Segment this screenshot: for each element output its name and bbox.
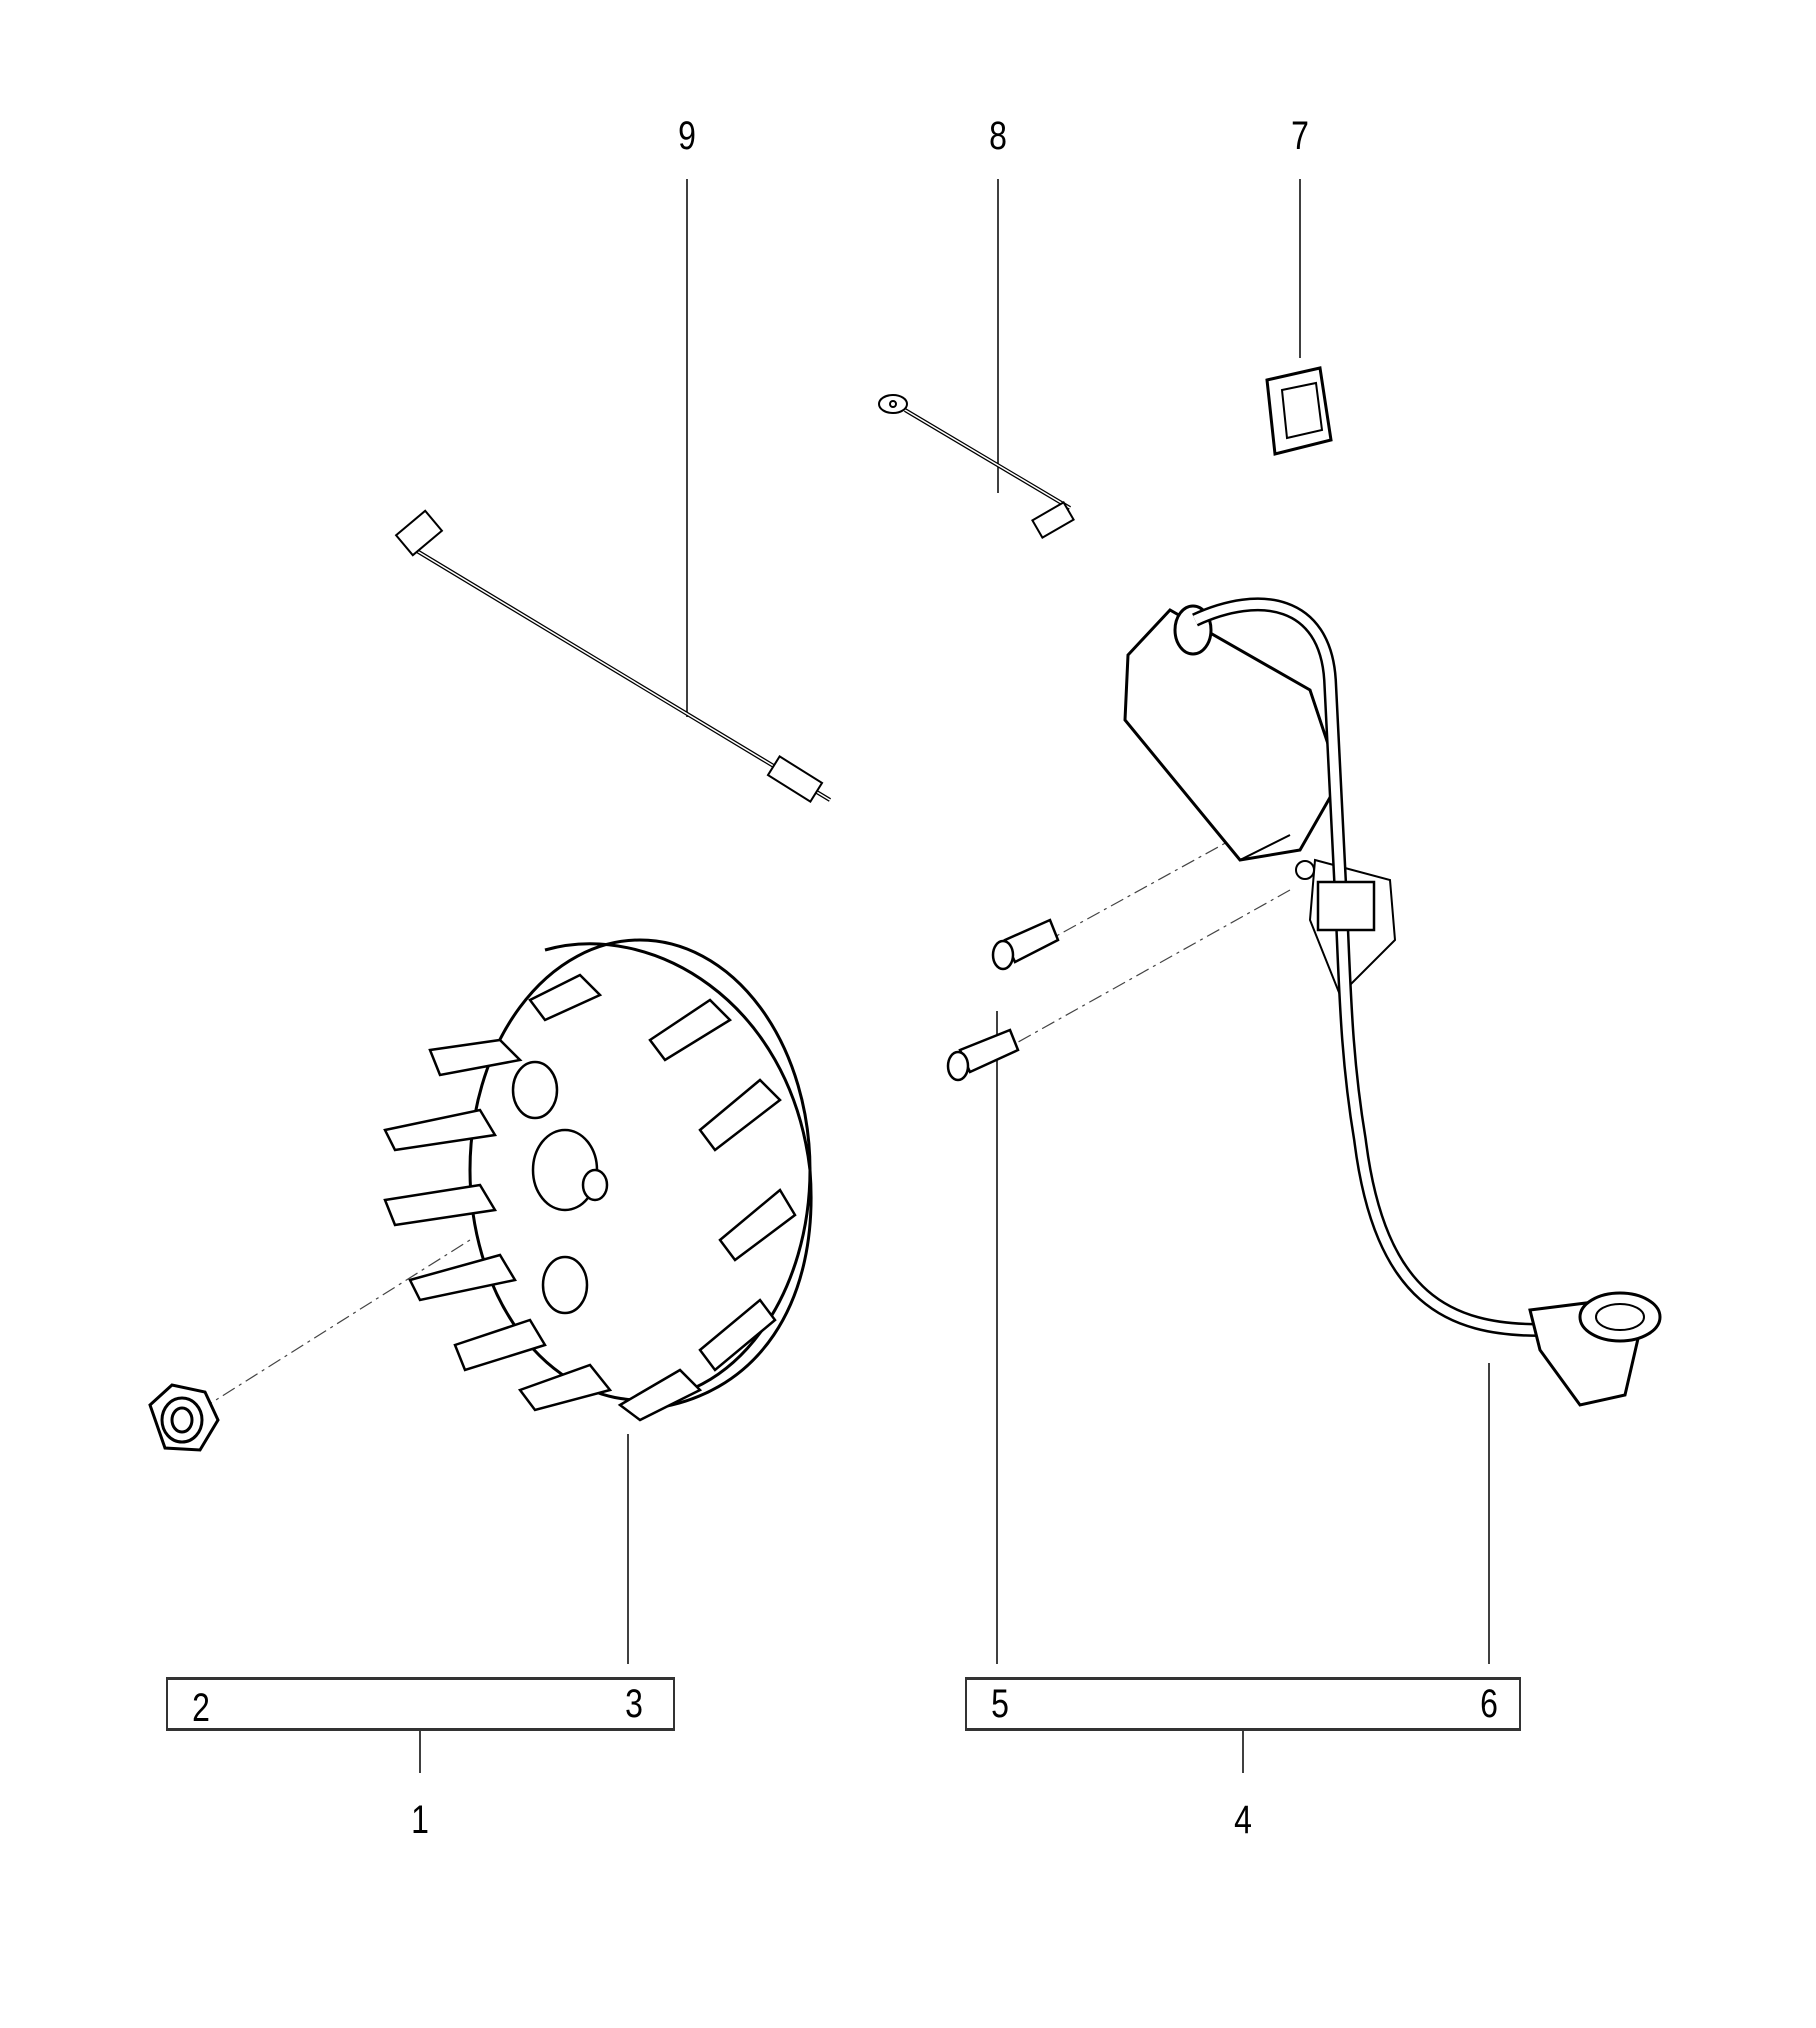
callout-9: 9	[678, 114, 696, 158]
part-5-screws	[946, 918, 1060, 1082]
callout-2: 2	[192, 1686, 210, 1730]
callout-8: 8	[989, 114, 1007, 158]
part-7-switch	[1265, 366, 1333, 456]
leader-lines	[419, 179, 1490, 1773]
callout-1: 1	[411, 1798, 429, 1842]
part-8-wire	[878, 394, 1075, 540]
callout-4: 4	[1234, 1798, 1252, 1842]
part-3-flywheel	[383, 938, 813, 1422]
group-box-right	[965, 1677, 1521, 1731]
callout-5: 5	[991, 1682, 1009, 1726]
group-box-left	[166, 1677, 675, 1731]
callout-3: 3	[625, 1682, 643, 1726]
callout-7: 7	[1291, 114, 1309, 158]
assembly-dash-lines	[199, 834, 1291, 1411]
part-4-ignition-coil	[1123, 597, 1662, 1407]
callout-6: 6	[1480, 1682, 1498, 1726]
part-2-nut	[148, 1383, 220, 1452]
part-9-wire	[394, 509, 832, 803]
